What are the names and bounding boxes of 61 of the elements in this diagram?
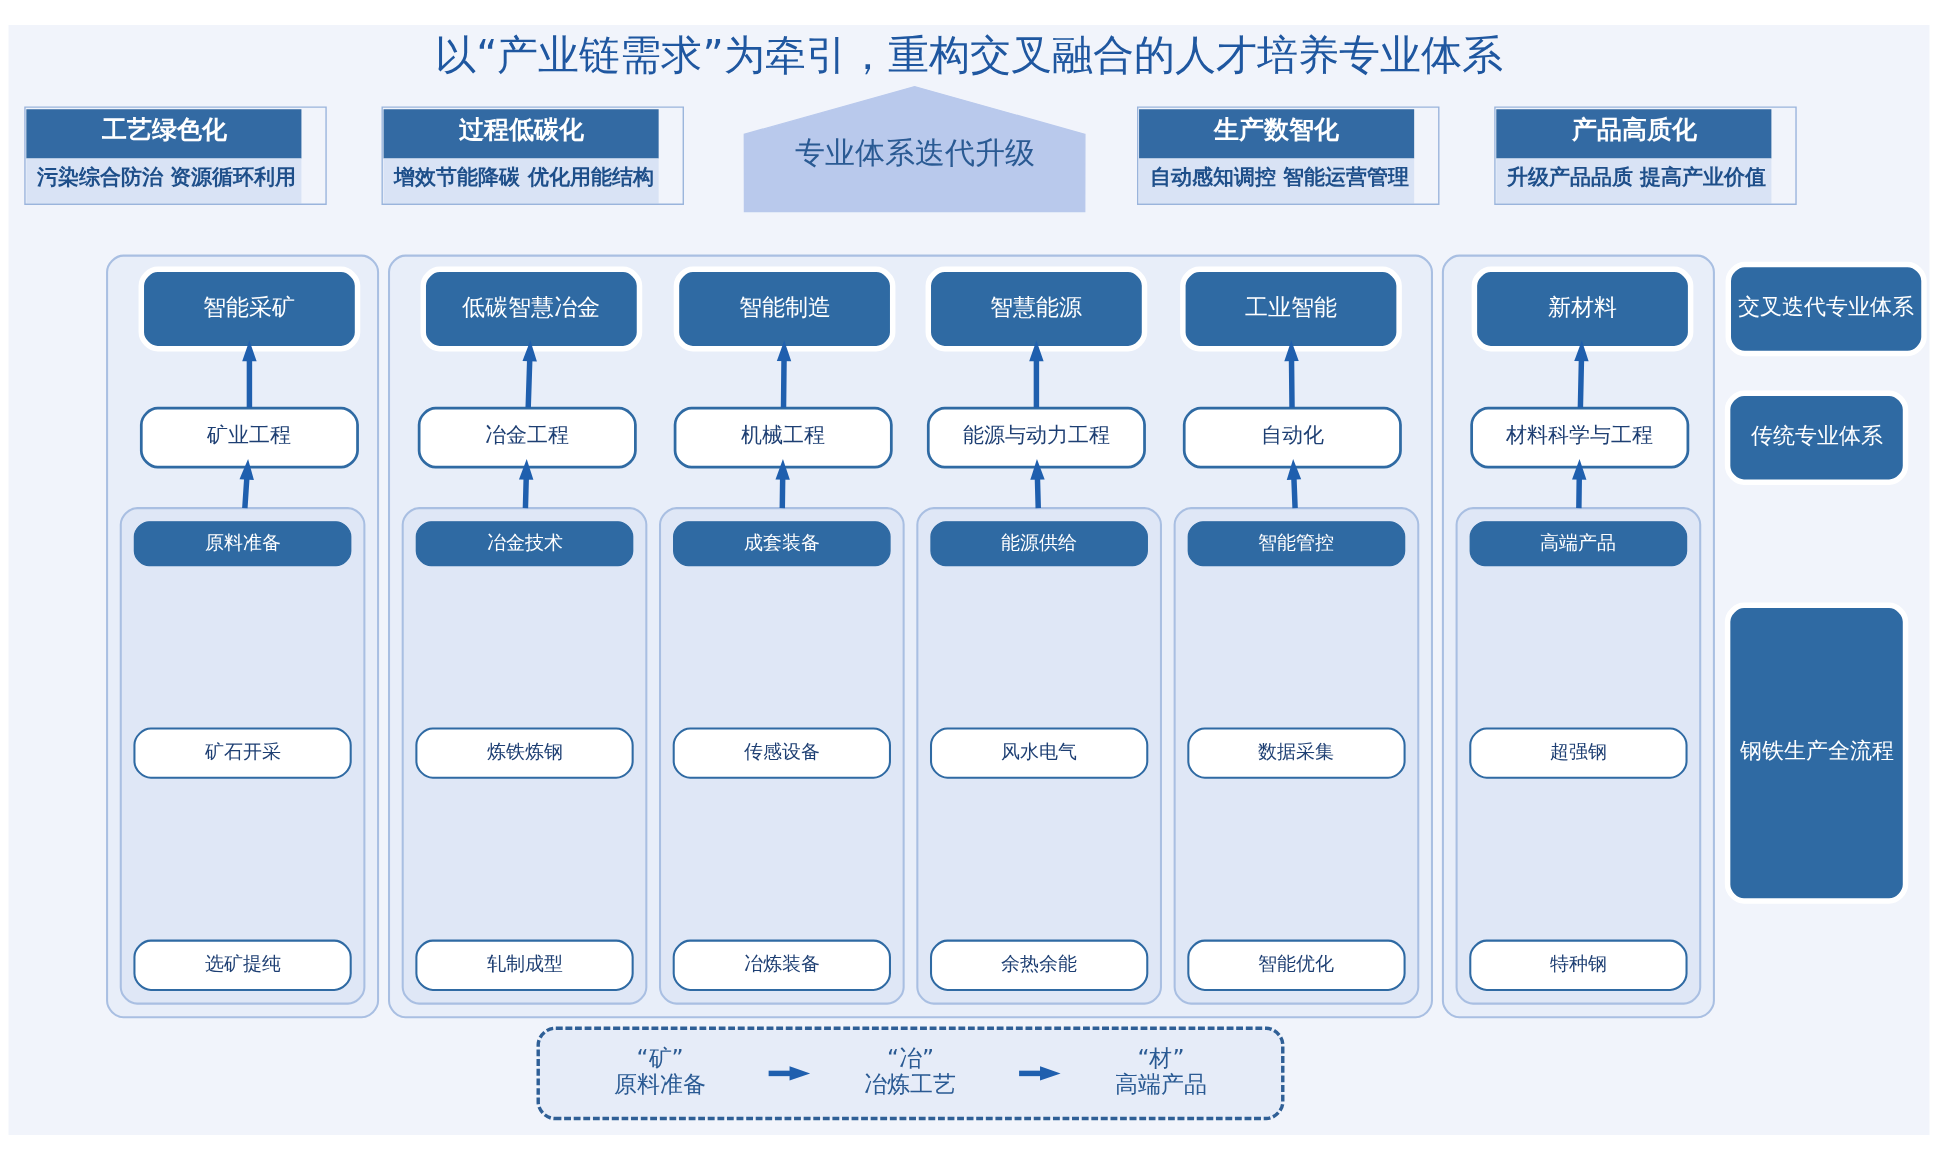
node-box: 成套装备 — [673, 521, 891, 567]
arrow — [775, 459, 790, 509]
node-box: 高端产品 — [1469, 521, 1688, 567]
cluster — [119, 507, 366, 1005]
node-box: 冶金技术 — [415, 521, 634, 567]
cluster — [659, 507, 905, 1005]
arrow — [1572, 459, 1587, 509]
node-box: 交叉迭代专业体系 — [1725, 261, 1927, 357]
node-box: 材料科学与工程 — [1470, 406, 1690, 469]
node-text: “矿” 原料准备 — [614, 1044, 707, 1098]
arrow — [239, 459, 254, 509]
arrow — [522, 340, 537, 408]
cluster — [388, 254, 1433, 1019]
node-box: 传感设备 — [672, 727, 891, 779]
node-box: 轧制成型 — [415, 939, 634, 991]
node-box: 智能管控 — [1187, 521, 1406, 567]
node-box: 低碳智慧冶金 — [420, 266, 643, 352]
arrow — [1286, 459, 1302, 509]
node-box: 智能制造 — [673, 266, 896, 352]
node-box: 冶金工程 — [417, 406, 637, 469]
node-box: 能源供给 — [930, 521, 1148, 567]
node-box: 智能采矿 — [138, 266, 361, 352]
node-box: 数据采集 — [1187, 727, 1406, 779]
node-box: 矿石开采 — [133, 727, 352, 779]
node-box: 新材料 — [1471, 266, 1694, 352]
cluster — [1173, 507, 1420, 1005]
arrow — [1029, 340, 1044, 408]
node-box: 风水电气 — [930, 727, 1149, 779]
diagram-title: 以“产业链需求”为牵引，重构交叉融合的人才培养专业体系 — [435, 30, 1503, 79]
node-box: 工业智能 — [1180, 266, 1402, 352]
arrow — [1019, 1066, 1061, 1081]
arrow — [1284, 340, 1299, 408]
node-box: 智慧能源 — [925, 266, 1148, 352]
arrow — [519, 459, 534, 509]
node-box: 传统专业体系 — [1724, 390, 1909, 485]
node-box: 智能优化 — [1187, 939, 1406, 991]
node-box: 选矿提纯 — [133, 939, 352, 991]
arrow — [776, 340, 792, 408]
cluster — [536, 1026, 1285, 1121]
arrow — [768, 1066, 811, 1081]
node-box: 特种钢 — [1469, 939, 1688, 991]
node-box: 矿业工程 — [139, 406, 359, 469]
node-box: 冶炼装备 — [672, 939, 891, 991]
node-box: 机械工程 — [673, 406, 893, 469]
node-text: “材” 高端产品 — [1114, 1044, 1207, 1098]
cluster — [106, 254, 380, 1019]
node-text: “冶” 冶炼工艺 — [864, 1044, 957, 1098]
cluster — [1455, 507, 1702, 1005]
node-box: 原料准备 — [133, 521, 352, 567]
node-box: 超强钢 — [1469, 727, 1688, 779]
node-box: 炼铁炼钢 — [415, 727, 634, 779]
cluster — [1441, 254, 1715, 1019]
node-box: 能源与动力工程 — [926, 406, 1146, 469]
arrow — [1574, 340, 1589, 408]
node-box: 钢铁生产全流程 — [1724, 602, 1909, 904]
arrow — [242, 340, 257, 408]
node-box: 自动化 — [1182, 406, 1402, 469]
cluster — [916, 507, 1162, 1005]
cluster — [401, 507, 648, 1005]
arrow — [1030, 459, 1045, 509]
node-box: 余热余能 — [930, 939, 1149, 991]
